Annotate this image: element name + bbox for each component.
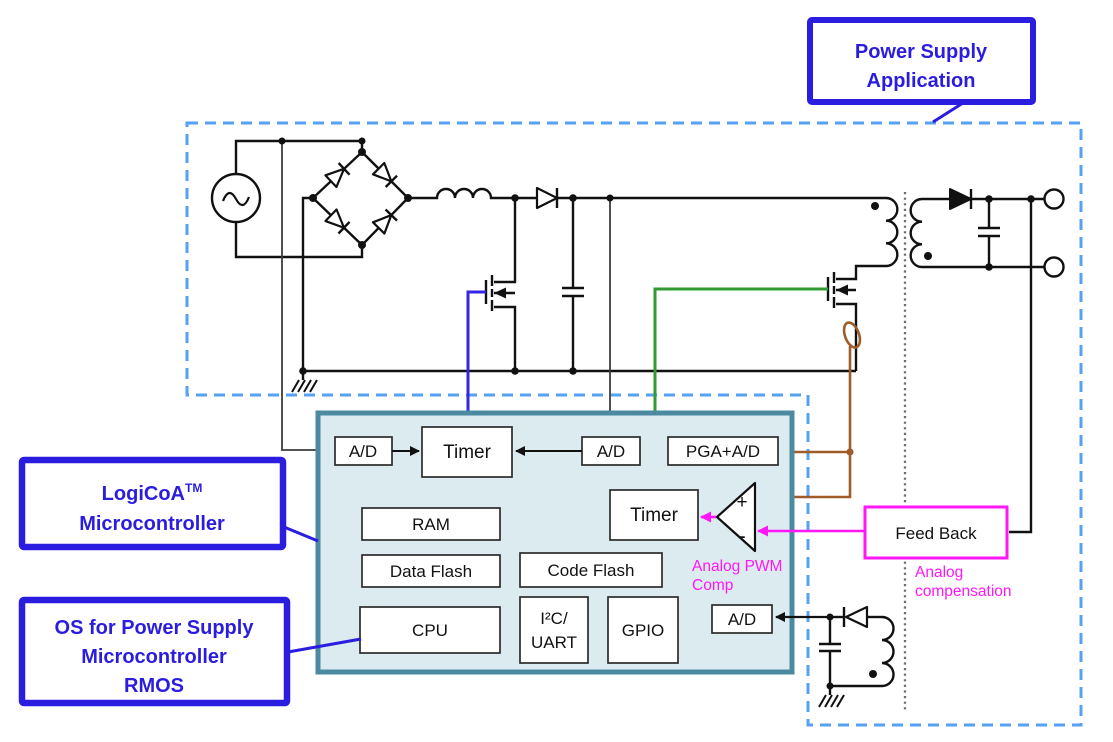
flyback-mosfet <box>826 264 886 371</box>
logicoa-label-line2: Microcontroller <box>79 513 225 535</box>
bridge-diode <box>371 161 398 188</box>
power-supply-application-box <box>807 17 1036 105</box>
adc1-label: A/D <box>349 442 377 461</box>
primary-polarity-dot <box>871 202 879 210</box>
output-capacitor <box>978 199 1000 267</box>
code-flash-label: Code Flash <box>548 561 635 580</box>
bridge-diode <box>371 208 398 235</box>
mcu-box-adc1 <box>334 436 393 466</box>
adc2-label: A/D <box>597 442 625 461</box>
gate-drive-line-blue <box>466 290 486 427</box>
pfc-mosfet <box>484 198 517 371</box>
mcu-box-ram <box>361 507 501 541</box>
logicoa-microcontroller-box <box>18 456 287 551</box>
current-sense-loop <box>842 321 862 349</box>
comparator-plus-label: + <box>736 492 747 513</box>
secondary-polarity-dot <box>924 252 932 260</box>
output-terminal-negative <box>1043 256 1065 278</box>
data-flash-label: Data Flash <box>390 562 472 581</box>
analog-pwm-comp-caption-line2: Comp <box>692 577 733 594</box>
analog-compensation-caption-line2: compensation <box>915 583 1012 600</box>
mcu-box-code-flash <box>519 552 663 588</box>
logicoa-callout-line <box>283 525 319 543</box>
logicoa-label-line1: LogiCoATM <box>102 481 203 505</box>
ram-label: RAM <box>412 515 450 534</box>
mcu-box-timer2 <box>609 489 699 541</box>
secondary-diode <box>949 188 973 210</box>
feedback-label: Feed Back <box>895 524 977 543</box>
aux-winding <box>881 615 895 688</box>
rmos-callout-line <box>287 637 362 654</box>
analog-pwm-comparator: + - <box>715 481 757 553</box>
aux-winding-circuit <box>817 605 895 709</box>
ac-source-symbol <box>210 172 262 224</box>
ac-bottom-wire <box>234 222 364 259</box>
primary-winding <box>885 196 899 268</box>
rmos-label-line3: RMOS <box>124 675 184 697</box>
junction-dot <box>846 448 854 456</box>
pga-adc-label: PGA+A/D <box>686 442 760 461</box>
analog-pwm-comp-caption-line1: Analog PWM <box>692 558 782 575</box>
cpu-label: CPU <box>412 621 448 640</box>
aux-capacitor <box>819 617 841 686</box>
boost-diode <box>535 186 559 210</box>
aux-polarity-dot <box>869 670 877 678</box>
output-terminal-positive <box>1043 188 1065 210</box>
mcu-box-data-flash <box>361 554 501 588</box>
bridge-diode <box>324 208 351 235</box>
rmos-label-line2: Microcontroller <box>81 646 227 668</box>
mcu-box-i2c-uart <box>519 596 589 664</box>
junction-dots <box>278 137 1035 375</box>
transformer <box>871 196 932 269</box>
psa-callout-line <box>932 101 964 124</box>
bridge-diode <box>324 162 351 189</box>
junction-dot <box>826 613 834 621</box>
timer2-label: Timer <box>630 505 679 526</box>
mcu-box-pga-adc <box>667 436 779 466</box>
ac-top-wire <box>234 139 364 174</box>
mcu-box-adc3 <box>711 604 773 634</box>
aux-diode <box>842 605 869 629</box>
feedback-box <box>863 505 1009 560</box>
rmos-label-line1: OS for Power Supply <box>55 617 255 639</box>
mcu-box-gpio <box>607 596 679 664</box>
output-feedback-line <box>1009 199 1033 534</box>
comparator-minus-label: - <box>738 523 745 548</box>
gpio-label: GPIO <box>622 621 665 640</box>
power-supply-application-label-line2: Application <box>867 70 976 92</box>
power-supply-application-boundary <box>185 121 1083 727</box>
bridge-rectifier <box>311 150 410 247</box>
analog-compensation-caption-line1: Analog <box>915 564 963 581</box>
i2c-uart-label-line2: UART <box>531 633 577 652</box>
secondary-winding <box>909 197 923 269</box>
power-supply-application-label-line1: Power Supply <box>855 41 988 63</box>
pfc-inductor <box>408 187 515 200</box>
i2c-uart-label-line1: I²C/ <box>540 609 568 628</box>
input-voltage-sense-line <box>281 141 331 455</box>
mcu-box-timer1 <box>421 426 513 478</box>
bus-capacitor <box>562 198 584 371</box>
rmos-box <box>18 596 291 707</box>
bridge-negative-wire <box>301 196 313 371</box>
timer1-label: Timer <box>443 442 492 463</box>
mcu-box-cpu <box>359 606 501 654</box>
junction-dot <box>826 682 834 690</box>
adc3-label: A/D <box>728 610 756 629</box>
